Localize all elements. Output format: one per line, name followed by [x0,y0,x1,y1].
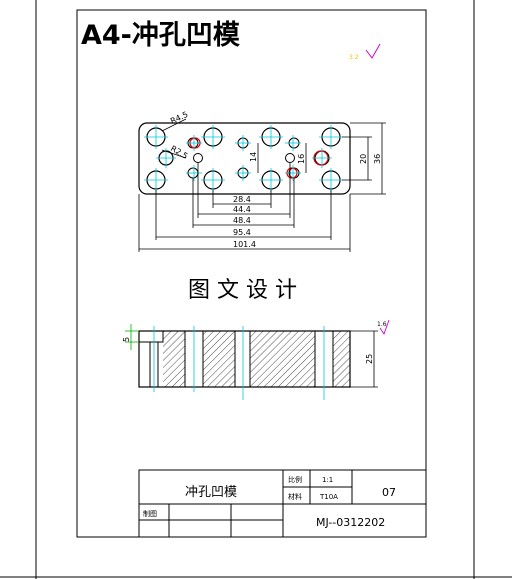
view-caption: 图 文 设 计 [188,278,297,303]
roughness-note: 3.2 [349,54,359,61]
section-view: 5 25 1.6 [122,319,390,400]
scale-label: 比例 [288,475,302,484]
bottom-dimensions [138,163,351,252]
dim-48-4: 48.4 [233,216,251,225]
section-roughness: 1.6 [377,321,387,328]
right-dimensions [342,122,386,195]
drawing-number: MJ--0312202 [316,516,385,529]
dim-101-4: 101.4 [233,240,256,249]
dim-20: 20 [359,154,368,164]
dim-25: 25 [365,354,374,364]
dim-5: 5 [122,337,131,342]
dim-44-4: 44.4 [233,205,251,214]
small-holes [187,137,300,179]
section-center-lines [153,326,325,400]
drawn-label: 制图 [143,509,157,518]
scale-value: 1:1 [322,476,333,484]
section-hole-walls [184,331,334,387]
dim-95-4: 95.4 [233,228,251,237]
dim-28-4: 28.4 [233,195,251,204]
center-lines [144,125,343,192]
large-holes [146,127,341,190]
sheet-number: 07 [382,486,396,499]
roughness-symbol-icon [379,319,390,335]
roughness-symbol-icon [365,43,381,59]
pierce-holes [189,137,329,179]
dim-14: 14 [249,152,258,162]
drawing-title: A4-冲孔凹模 [81,20,240,51]
dim-16: 16 [297,154,306,164]
material-value: T10A [319,493,338,501]
title-block [138,469,427,538]
part-name: 冲孔凹模 [185,485,237,500]
drawing-frame [76,9,427,538]
material-label: 材料 [288,492,302,501]
plan-view: R4.5 R2.5 14 16 20 36 [138,110,386,252]
plate-outline [138,122,351,195]
dim-36: 36 [373,154,382,164]
